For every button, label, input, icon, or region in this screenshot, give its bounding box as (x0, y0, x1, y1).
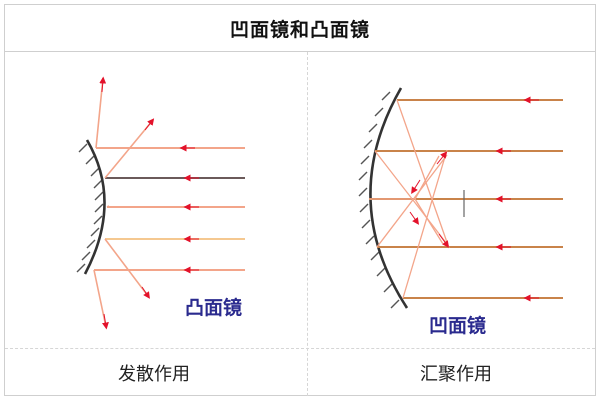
convex-incoming-rays (94, 147, 245, 271)
concave-incoming-arrows (495, 96, 539, 302)
convex-mirror-diagram: 凸面镜 (76, 76, 245, 330)
convex-reflected-arrows (99, 76, 155, 330)
concave-reflected-arrows (409, 151, 450, 248)
column-divider (307, 52, 308, 396)
diagram-frame: 凹面镜和凸面镜 (4, 4, 596, 396)
convex-mirror-hatching (76, 143, 104, 273)
concave-mirror-diagram: 凹面镜 (358, 87, 563, 337)
concave-reflected-rays (369, 99, 450, 299)
concave-mirror-hatching (358, 91, 400, 309)
concave-mirror-label: 凹面镜 (429, 314, 486, 337)
title-row: 凹面镜和凸面镜 (5, 5, 595, 52)
convex-mirror-surface (83, 139, 106, 275)
convex-mirror-label: 凸面镜 (185, 296, 242, 319)
convex-caption: 发散作用 (118, 364, 190, 385)
diagram-title: 凹面镜和凸面镜 (229, 18, 370, 41)
concave-caption: 汇聚作用 (420, 364, 492, 385)
convex-incoming-arrows (179, 144, 199, 274)
caption-divider (5, 348, 595, 349)
